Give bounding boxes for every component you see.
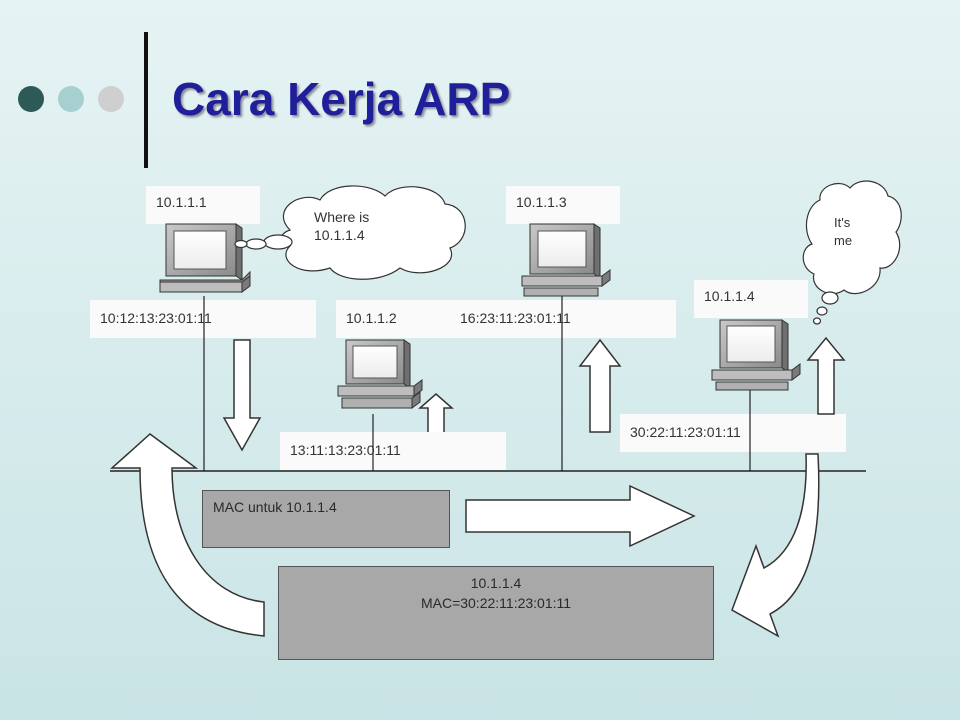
- query-text-line1: Where is: [314, 209, 370, 225]
- host4-mac-label: 30:22:11:23:01:11: [620, 414, 846, 452]
- decor-dot-2: [58, 86, 84, 112]
- arp-request-packet: MAC untuk 10.1.1.4: [202, 490, 450, 548]
- down-arrow: [222, 339, 262, 452]
- query-cloud: [234, 185, 466, 280]
- right-arrow: [465, 484, 696, 548]
- title-divider: [144, 32, 148, 168]
- host1-ip-label: 10.1.1.1: [146, 186, 260, 224]
- host2-up-arrow: [418, 393, 454, 432]
- query-text: Where is 10.1.1.4: [314, 208, 369, 244]
- query-text-line2: 10.1.1.4: [314, 227, 365, 243]
- host3-up-arrow: [578, 338, 622, 433]
- reply-cloud: [802, 180, 902, 325]
- decor-dot-3: [98, 86, 124, 112]
- computer-icon-host4: [711, 319, 801, 391]
- curved-return-arrow: [110, 433, 265, 637]
- host3-mac-label: 16:23:11:23:01:11: [450, 300, 676, 338]
- host4-up-arrow: [806, 336, 846, 415]
- arp-reply-mac: MAC=30:22:11:23:01:11: [420, 595, 572, 611]
- host3-ip-label: 10.1.1.3: [506, 186, 620, 224]
- reply-text-line2: me: [834, 233, 853, 248]
- computer-icon-host2: [337, 339, 423, 409]
- computer-icon-host1: [159, 223, 251, 293]
- arp-reply-ip: 10.1.1.4: [470, 575, 522, 591]
- curved-down-arrow: [731, 453, 820, 638]
- slide-title: Cara Kerja ARP: [172, 73, 511, 125]
- reply-text-line1: It's: [834, 215, 851, 230]
- arp-reply-packet: 10.1.1.4 MAC=30:22:11:23:01:11: [278, 566, 714, 660]
- computer-icon-host3: [521, 223, 611, 297]
- arp-request-text: MAC untuk 10.1.1.4: [213, 499, 337, 515]
- host1-mac-label: 10:12:13:23:01:11: [90, 300, 316, 338]
- decor-dot-1: [18, 86, 44, 112]
- host4-ip-label: 10.1.1.4: [694, 280, 808, 318]
- host2-ip-label: 10.1.1.2: [336, 300, 450, 338]
- reply-text: It's me: [834, 214, 852, 250]
